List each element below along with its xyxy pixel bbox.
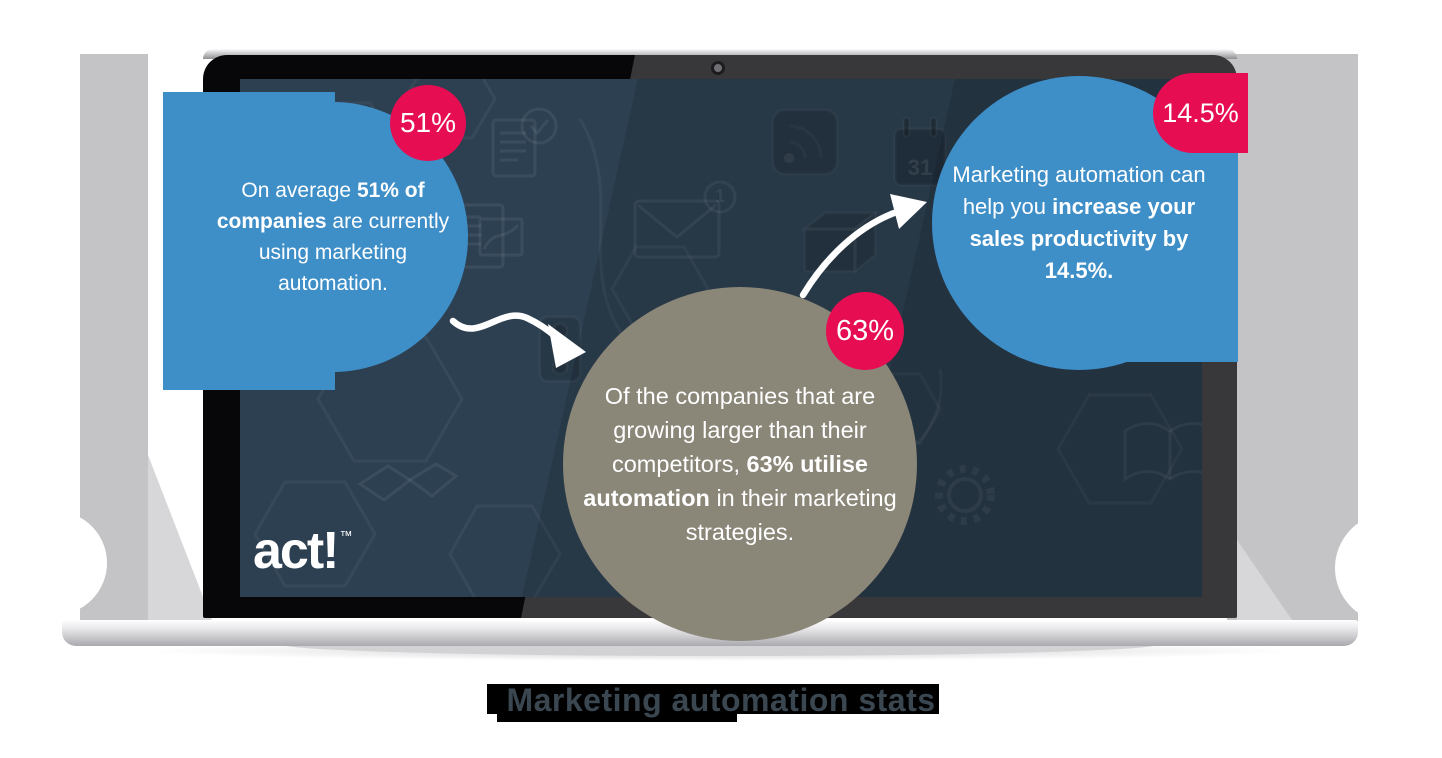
calendar-icon: 31	[893, 116, 947, 187]
infographic-caption: Marketing automation stats	[506, 682, 936, 718]
stat-bubble-growing-companies: Of the companies that are growing larger…	[563, 287, 917, 641]
document-check-icon	[491, 107, 558, 178]
caption-highlight-box-small	[497, 712, 737, 722]
notch-circle-left	[3, 511, 107, 615]
gear-icon	[935, 465, 995, 525]
act-logo-text: act!	[253, 522, 339, 580]
stat-badge-51: 51%	[390, 85, 466, 161]
calendar-day-label: 31	[908, 155, 932, 180]
hexagon-icon	[448, 504, 562, 597]
badge-label: 51%	[399, 107, 457, 138]
hexagon-icon	[1056, 393, 1184, 505]
backdrop-band-right	[1227, 54, 1358, 622]
stat-badge-145: 14.5%	[1153, 73, 1248, 153]
act-logo: act!™	[253, 521, 352, 581]
badge-label: 14.5%	[1162, 97, 1239, 128]
stat-text: Marketing automation can help you increa…	[952, 162, 1206, 283]
laptop-lid-rim	[203, 49, 1237, 59]
caption-highlight-box	[487, 684, 939, 714]
envelope-badge-label: 1	[715, 186, 725, 206]
hexagon-icon	[316, 335, 464, 463]
hexagon-icon	[253, 480, 377, 588]
open-book-icon	[1123, 422, 1202, 482]
stat-badge-63: 63%	[826, 292, 904, 370]
stat-text: Of the companies that are growing larger…	[583, 383, 897, 545]
envelope-icon	[633, 180, 737, 259]
badge-label: 63%	[835, 314, 895, 347]
stat-text: On average 51% of companies are currentl…	[216, 179, 450, 295]
webcam-dot	[714, 64, 722, 72]
connector-curve	[578, 118, 627, 340]
handshake-icon	[357, 462, 459, 502]
stat-badge-145-extension	[1193, 73, 1248, 153]
rss-icon	[771, 108, 839, 176]
notch-circle-right	[1335, 513, 1442, 623]
trademark-symbol: ™	[339, 528, 353, 543]
